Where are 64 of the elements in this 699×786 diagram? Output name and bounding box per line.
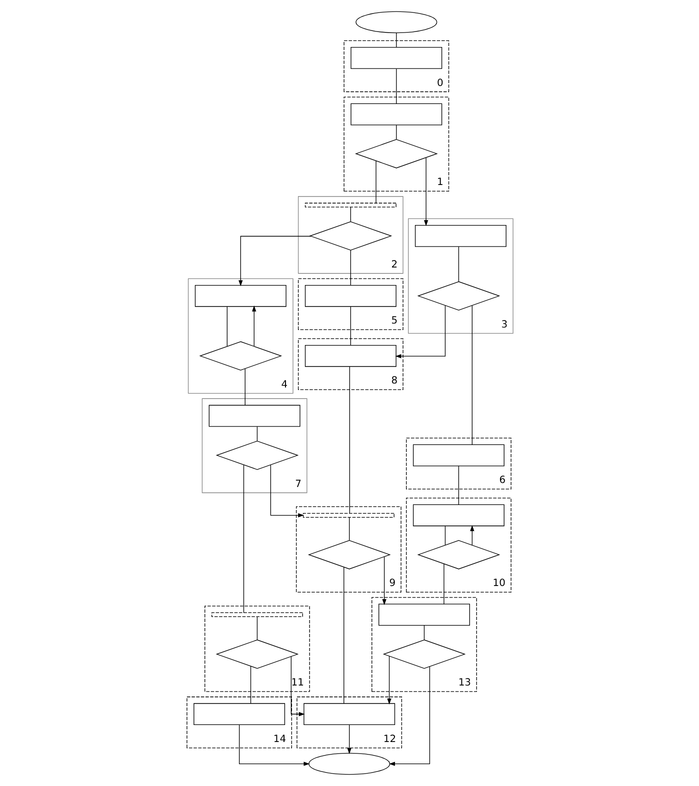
connector — [444, 526, 446, 546]
cluster: 14 — [186, 696, 292, 748]
node-box — [350, 47, 442, 69]
cluster: 1 — [343, 96, 449, 192]
node-box — [350, 103, 442, 126]
connector — [348, 366, 350, 514]
arrow — [270, 464, 304, 518]
connector — [256, 426, 258, 442]
node-ellipse — [308, 752, 390, 775]
arrow — [238, 236, 311, 286]
node-bar — [210, 612, 302, 618]
node-diamond — [416, 540, 500, 570]
node-box — [304, 284, 396, 307]
node-diamond — [215, 640, 298, 669]
cluster: 2 — [297, 196, 403, 274]
node-diamond — [198, 341, 282, 370]
node-bar — [304, 202, 396, 208]
arrow — [394, 305, 446, 358]
node-box — [194, 284, 286, 307]
node-diamond — [215, 440, 298, 470]
cluster: 11 — [204, 606, 310, 692]
connector — [244, 368, 245, 406]
connector — [250, 666, 251, 704]
node-diamond — [382, 640, 466, 669]
cluster: 7 — [201, 398, 307, 494]
arrow — [382, 556, 386, 606]
node-box — [193, 703, 285, 726]
arrow — [423, 157, 428, 226]
connector — [256, 616, 258, 640]
cluster: 6 — [406, 438, 511, 490]
connector — [443, 564, 444, 604]
node-diamond — [416, 281, 500, 310]
node-box — [303, 703, 395, 726]
node-box — [208, 404, 300, 427]
arrow — [290, 656, 304, 716]
connector — [423, 625, 424, 640]
arrow — [470, 525, 474, 546]
connector — [242, 464, 244, 614]
arrow — [238, 724, 310, 766]
node-ellipse — [355, 11, 437, 34]
node-box — [414, 224, 506, 247]
node-box — [412, 444, 504, 466]
connector — [226, 306, 227, 347]
node-box — [412, 504, 504, 526]
connector — [458, 246, 459, 282]
arrow — [346, 724, 351, 754]
node-diamond — [354, 139, 438, 168]
arrow — [252, 306, 256, 347]
node-diamond — [307, 540, 390, 570]
cluster: 5 — [297, 278, 403, 330]
node-bar — [302, 512, 394, 518]
connector — [471, 305, 472, 445]
node-diamond — [308, 221, 392, 251]
connector — [375, 160, 376, 204]
arrow — [386, 656, 391, 705]
cluster: 9 — [295, 506, 401, 592]
connector — [458, 466, 459, 505]
connector — [343, 566, 344, 704]
cluster: 0 — [343, 40, 449, 92]
node-box — [378, 604, 470, 626]
node-box — [304, 344, 396, 367]
arrow — [388, 666, 430, 766]
connector — [348, 517, 350, 541]
cluster: 10 — [406, 498, 511, 592]
